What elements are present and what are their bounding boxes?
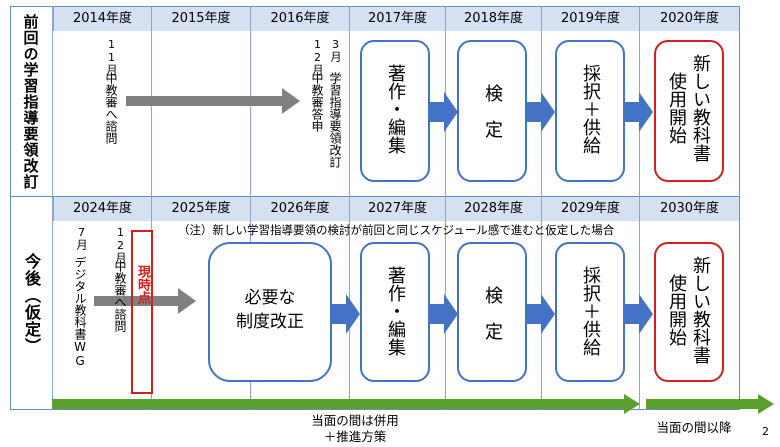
blue-arrow <box>330 294 360 334</box>
year-header: 2028年度 <box>445 197 541 221</box>
event-month: 3月 <box>329 38 342 62</box>
page-number: 2 <box>762 425 769 438</box>
blue-arrow <box>525 92 555 132</box>
year-header: 2026年度 <box>250 197 349 221</box>
year-header: 2014年度 <box>53 7 151 31</box>
year-header: 2029年度 <box>541 197 639 221</box>
event-month: 11月 <box>105 38 118 75</box>
blue-arrow <box>623 92 653 132</box>
authoring-box <box>360 40 430 182</box>
year-header: 2016年度 <box>250 7 349 31</box>
new-textbook-box <box>654 40 724 182</box>
adoption-label: 採択＋供給 <box>580 266 601 356</box>
after-caption: 当面の間以降 <box>656 420 732 435</box>
blue-arrow <box>428 294 458 334</box>
year-header: 2018年度 <box>445 7 541 31</box>
year-header: 2025年度 <box>151 197 250 221</box>
gray-arrow <box>94 288 196 314</box>
event-label: 中教審答申 <box>310 72 324 132</box>
use-start-label: 使用開始 <box>666 72 687 144</box>
assumption-note: （注）新しい学習指導要領の検討が前回と同じスケジュール感で進むと仮定した場合 <box>178 223 615 237</box>
row-label-future: 今後（仮定） <box>22 252 41 355</box>
current-point-label: 現時点 <box>135 265 150 304</box>
inspection-label: 検 定 <box>482 84 503 138</box>
year-header: 2030年度 <box>639 197 739 221</box>
use-start-label: 使用開始 <box>666 274 687 346</box>
event-label: 学習指導要領改訂 <box>328 72 342 168</box>
year-header: 2019年度 <box>541 7 639 31</box>
gray-arrow <box>126 88 300 114</box>
schedule-table <box>10 6 740 410</box>
year-header: 2017年度 <box>349 7 445 31</box>
new-textbook-label: 新しい教科書 <box>690 54 711 162</box>
authoring-label: 著作・編集 <box>385 64 406 154</box>
event-month: 12月 <box>311 38 324 75</box>
row-label-previous: 前回の学習指導要領改訂 <box>21 13 40 190</box>
reform-label: 必要な 制度改正 <box>236 288 304 332</box>
green-arrow-after <box>646 394 774 414</box>
blue-arrow <box>428 92 458 132</box>
event-label: 中教審へ諮問 <box>113 260 127 332</box>
year-header: 2015年度 <box>151 7 250 31</box>
interim-caption: 当面の間は併用 ＋推進方策 <box>311 413 399 444</box>
event-month: 7月 <box>75 226 88 250</box>
event-label: デジタル教科書WG <box>73 256 87 368</box>
row-divider <box>10 196 740 197</box>
year-header: 2020年度 <box>639 7 739 31</box>
event-label: 中教審へ諮問 <box>104 72 118 144</box>
inspection-box <box>457 40 527 182</box>
adoption-box <box>555 40 625 182</box>
green-arrow-interim <box>52 394 640 414</box>
new-textbook-box <box>654 242 724 382</box>
current-point-frame <box>131 230 153 394</box>
year-header: 2024年度 <box>53 197 151 221</box>
adoption-label: 採択＋供給 <box>580 64 601 154</box>
new-textbook-label: 新しい教科書 <box>690 256 711 364</box>
authoring-label: 著作・編集 <box>385 266 406 356</box>
year-header: 2027年度 <box>349 197 445 221</box>
col-divider <box>52 6 53 410</box>
event-month: 12月 <box>114 226 127 263</box>
inspection-label: 検 定 <box>482 286 503 340</box>
blue-arrow <box>525 294 555 334</box>
blue-arrow <box>623 294 653 334</box>
